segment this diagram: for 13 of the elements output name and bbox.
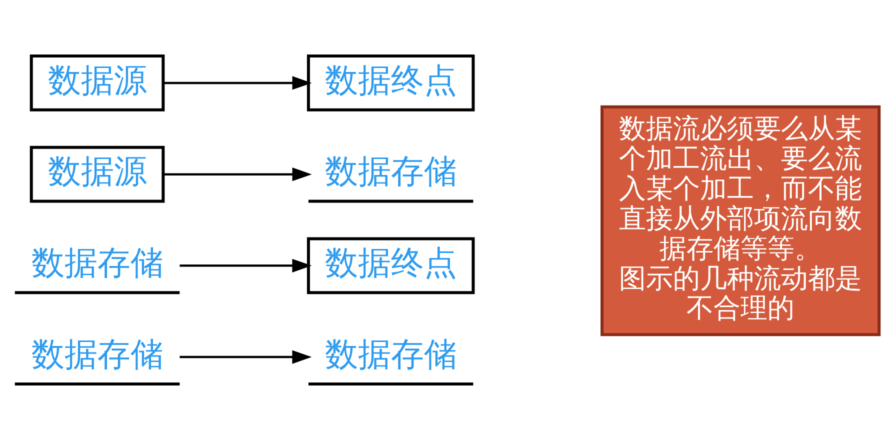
node-box: 数据终点 bbox=[306, 237, 475, 294]
arrow bbox=[180, 350, 312, 364]
node-text: 数据存储 bbox=[324, 334, 457, 374]
node-box: 数据终点 bbox=[306, 54, 475, 112]
node-box: 数据流必须要么从某个加工流出、要么流入某个加工，而不能直接从外部项流向数据存储等等。 图示的几种流动都是不合理的 bbox=[600, 105, 881, 336]
arrow bbox=[180, 258, 312, 272]
node-box: 数据源 bbox=[30, 146, 165, 203]
arrow bbox=[163, 76, 312, 90]
node-text: 数据存储 bbox=[324, 152, 457, 191]
node-box: 数据源 bbox=[30, 54, 165, 112]
arrow bbox=[163, 168, 312, 182]
node-text: 数据存储 bbox=[31, 334, 164, 374]
node-text: 数据存储 bbox=[31, 243, 164, 282]
